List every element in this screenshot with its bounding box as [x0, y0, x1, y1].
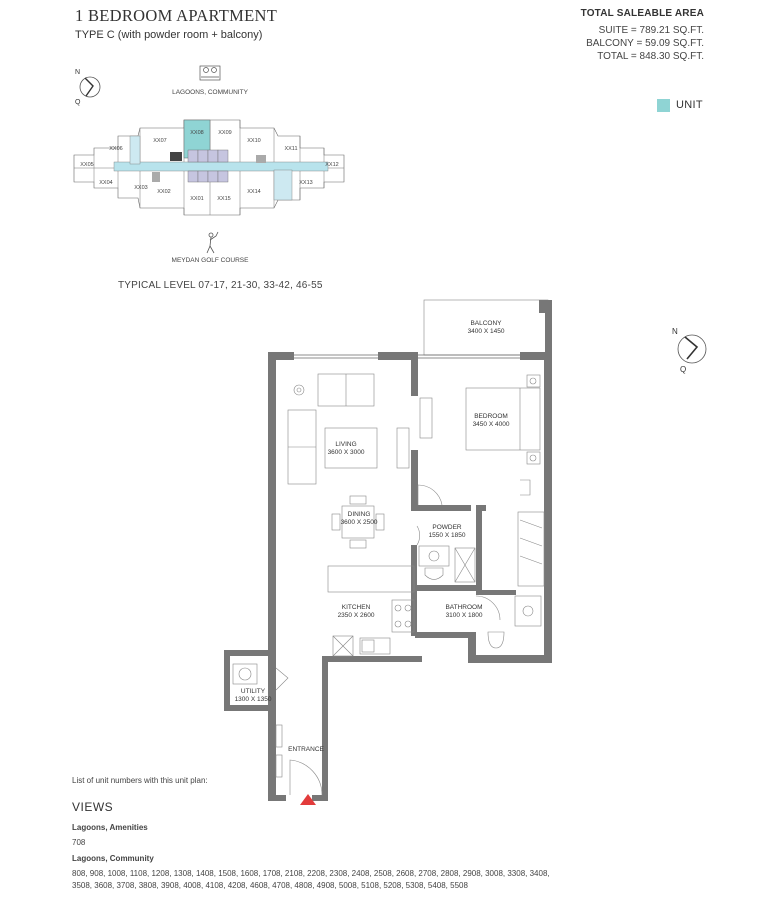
- entrance-arrow-icon: [300, 794, 316, 805]
- room-living-name: LIVING: [335, 441, 357, 448]
- room-dining: DINING 3600 X 2500: [319, 511, 399, 527]
- view-group-units: 708: [72, 838, 86, 847]
- room-kitchen-dim: 2350 X 2600: [337, 612, 375, 619]
- room-balcony-dim: 3400 X 1450: [467, 328, 505, 335]
- room-kitchen: KITCHEN 2350 X 2600: [316, 604, 396, 620]
- room-kitchen-name: KITCHEN: [341, 604, 371, 611]
- key-unit-14: XX14: [247, 189, 260, 195]
- key-unit-04: XX04: [99, 180, 112, 186]
- plan-compass-q: Q: [680, 365, 686, 374]
- room-bedroom: BEDROOM 3450 X 4000: [451, 413, 531, 429]
- view-group-name: Lagoons, Community: [72, 854, 154, 863]
- key-unit-15: XX15: [217, 196, 230, 202]
- room-living-dim: 3600 X 3000: [327, 449, 365, 456]
- room-dining-name: DINING: [347, 511, 371, 518]
- view-group-name: Lagoons, Amenities: [72, 823, 148, 832]
- typical-level-label: TYPICAL LEVEL 07-17, 21-30, 33-42, 46-55: [118, 280, 323, 291]
- views-heading: VIEWS: [72, 800, 114, 814]
- view-group-units-line1: 808, 908, 1008, 1108, 1208, 1308, 1408, …: [72, 869, 550, 878]
- room-bedroom-name: BEDROOM: [474, 413, 508, 420]
- key-top-label: LAGOONS, COMMUNITY: [172, 89, 249, 96]
- key-plan: N Q LAGOONS, COMMUNITY: [73, 65, 345, 264]
- room-utility-dim: 1300 X 1350: [234, 696, 272, 703]
- key-unit-09: XX09: [218, 130, 231, 136]
- unit-list-label: List of unit numbers with this unit plan…: [72, 776, 208, 785]
- room-bathroom-name: BATHROOM: [445, 604, 483, 611]
- view-group-units-line2: 3508, 3608, 3708, 3808, 3908, 4008, 4108…: [72, 881, 468, 890]
- page-title: 1 BEDROOM APARTMENT: [75, 6, 278, 25]
- area-heading: TOTAL SALEABLE AREA: [580, 8, 704, 19]
- room-powder-dim: 1550 X 1850: [428, 532, 466, 539]
- lagoon-icon: [199, 65, 221, 81]
- area-total: TOTAL = 848.30 SQ.FT.: [597, 51, 704, 62]
- key-unit-13: XX13: [299, 180, 312, 186]
- legend-unit-swatch: [657, 99, 670, 112]
- key-unit-01: XX01: [190, 196, 203, 202]
- key-unit-07: XX07: [153, 138, 166, 144]
- key-compass-n: N: [75, 69, 80, 76]
- room-utility-name: UTILITY: [240, 688, 266, 695]
- key-compass-q: Q: [75, 99, 81, 106]
- room-bathroom-dim: 3100 X 1800: [445, 612, 483, 619]
- legend-unit-label: UNIT: [676, 99, 703, 111]
- key-bottom-label: MEYDAN GOLF COURSE: [172, 257, 250, 264]
- area-balcony: BALCONY = 59.09 SQ.FT.: [586, 38, 704, 49]
- room-bedroom-dim: 3450 X 4000: [472, 421, 510, 428]
- key-unit-08: XX08: [190, 130, 203, 136]
- key-unit-03: XX03: [134, 185, 147, 191]
- key-compass-icon: N Q: [75, 69, 101, 106]
- key-unit-05: XX05: [80, 162, 93, 168]
- key-unit-10: XX10: [247, 138, 260, 144]
- room-entrance: ENTRANCE: [276, 746, 336, 754]
- room-powder-name: POWDER: [432, 524, 462, 531]
- key-unit-02: XX02: [157, 189, 170, 195]
- unit-type-subtitle: TYPE C (with powder room + balcony): [75, 29, 263, 41]
- room-powder: POWDER 1550 X 1850: [412, 524, 482, 540]
- room-bathroom: BATHROOM 3100 X 1800: [424, 604, 504, 620]
- plan-compass-icon: N Q: [672, 327, 707, 374]
- room-utility: UTILITY 1300 X 1350: [220, 688, 286, 704]
- key-unit-11: XX11: [284, 146, 297, 152]
- room-balcony: BALCONY 3400 X 1450: [446, 320, 526, 336]
- plan-compass-n: N: [672, 327, 678, 336]
- room-living: LIVING 3600 X 3000: [306, 441, 386, 457]
- room-balcony-name: BALCONY: [470, 320, 502, 327]
- key-unit-12: XX12: [325, 162, 338, 168]
- room-entrance-name: ENTRANCE: [288, 746, 324, 753]
- area-suite: SUITE = 789.21 SQ.FT.: [598, 25, 704, 36]
- key-unit-06: XX06: [109, 146, 122, 152]
- golfer-icon: [206, 231, 219, 254]
- room-dining-dim: 3600 X 2500: [340, 519, 378, 526]
